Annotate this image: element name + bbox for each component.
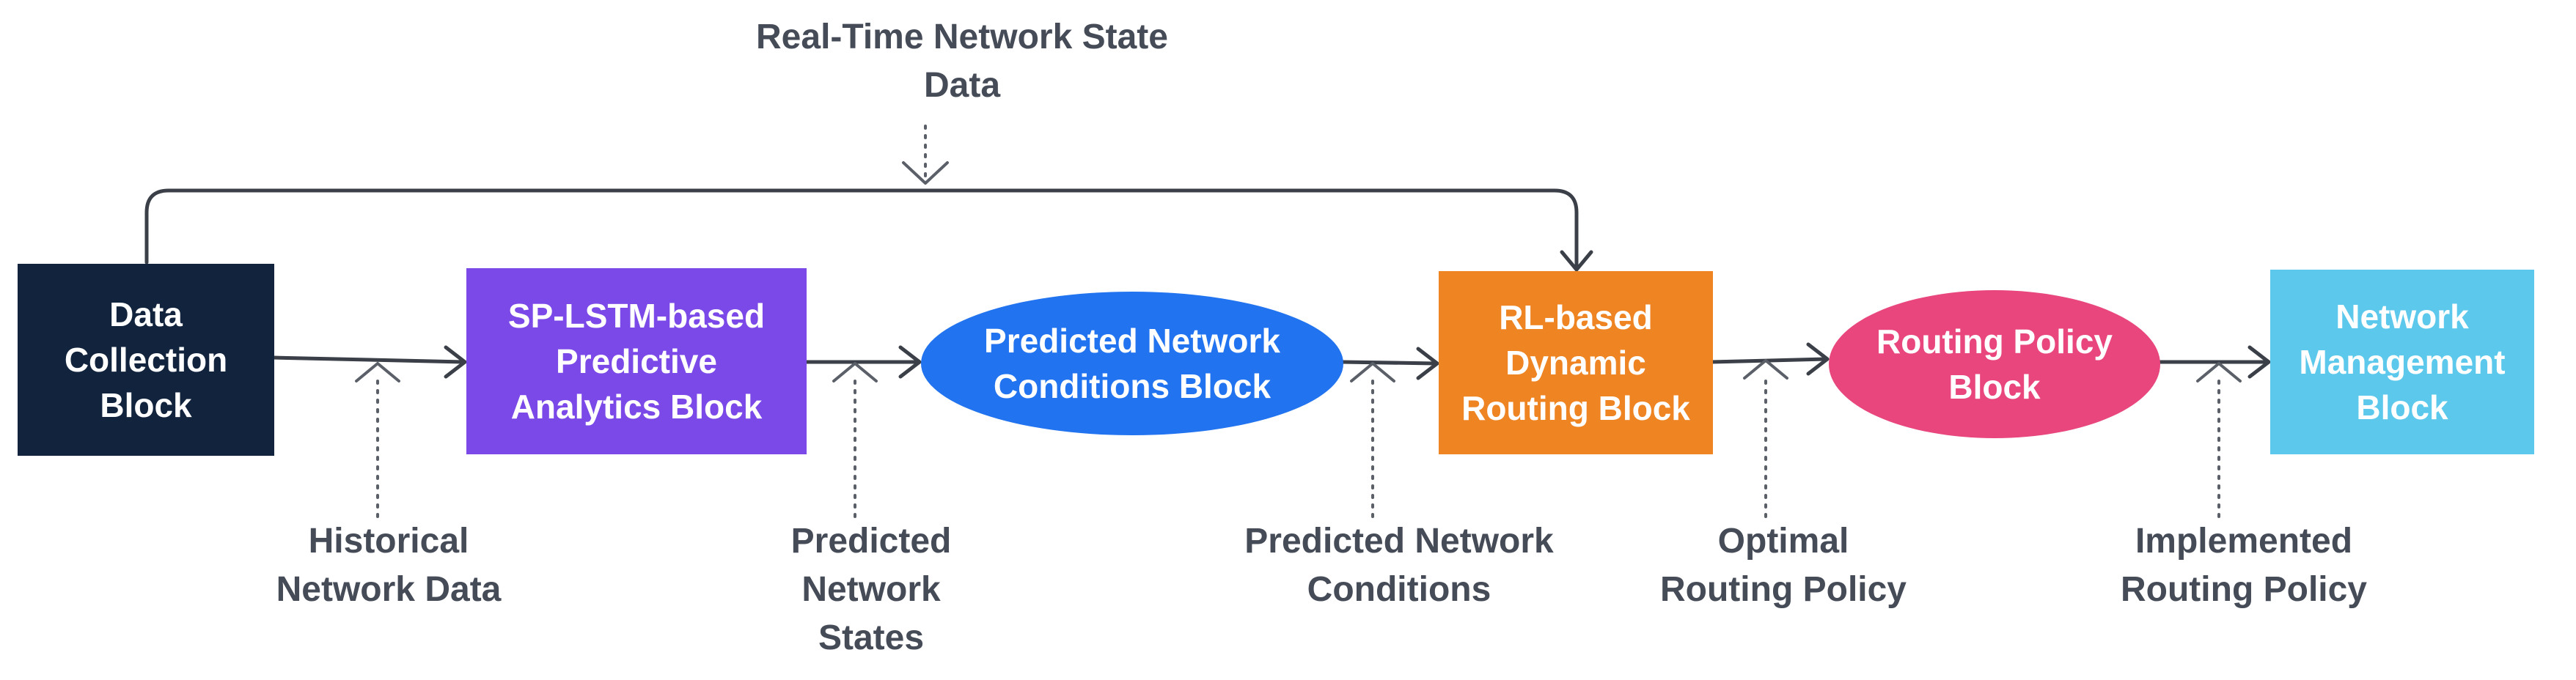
arrow-predicted-conditions-to-rl-routing (1340, 360, 1438, 366)
label-historical-network-data: Historical Network Data (276, 522, 502, 609)
network-management-block: Network Management Block (2270, 270, 2534, 454)
arrowhead-routing-policy (1806, 342, 1830, 376)
routing-policy-block: Routing Policy Block (1829, 290, 2160, 438)
pointer-predicted-states (832, 362, 878, 382)
pointer-real-time (902, 161, 949, 185)
sp-lstm-block: SP-LSTM-based Predictive Analytics Block (466, 268, 807, 454)
pointer-predicted-conditions (1350, 362, 1395, 382)
arrowhead-rl-routing-left (1416, 347, 1439, 380)
label-real-time-data: Real-Time Network State Data (756, 18, 1168, 105)
rl-routing-block: RL-based Dynamic Routing Block (1439, 271, 1713, 454)
label-optimal-routing-policy: Optimal Routing Policy (1660, 522, 1907, 609)
predicted-conditions-label: Predicted Network Conditions Block (984, 322, 1280, 405)
pointer-historical (355, 362, 400, 382)
label-predicted-network-states: Predicted Network States (790, 522, 952, 657)
predicted-conditions-block: Predicted Network Conditions Block (921, 292, 1343, 435)
arrow-rl-routing-to-routing-policy (1709, 357, 1828, 364)
data-collection-label: Data Collection Block (64, 295, 228, 424)
network-management-label: Network Management Block (2299, 298, 2506, 426)
label-implemented-routing-policy: Implemented Routing Policy (2121, 522, 2367, 609)
arrow-data-collection-to-sp-lstm (271, 355, 466, 364)
arrowhead-network-management (2247, 345, 2271, 379)
arrow-data-collection-to-rl-routing (144, 188, 1579, 270)
arrowhead-sp-lstm (444, 345, 467, 379)
pointer-implemented-policy (2196, 362, 2242, 382)
rl-routing-label: RL-based Dynamic Routing Block (1461, 298, 1690, 427)
sp-lstm-label: SP-LSTM-based Predictive Analytics Block (507, 297, 766, 426)
data-collection-block: Data Collection Block (18, 264, 274, 456)
routing-policy-label: Routing Policy Block (1876, 322, 2113, 406)
label-predicted-network-conditions: Predicted Network Conditions (1244, 522, 1554, 609)
arrowhead-predicted-conditions (898, 345, 922, 379)
arrowhead-rl-routing-top (1560, 250, 1593, 272)
pointer-optimal-policy (1743, 359, 1788, 380)
